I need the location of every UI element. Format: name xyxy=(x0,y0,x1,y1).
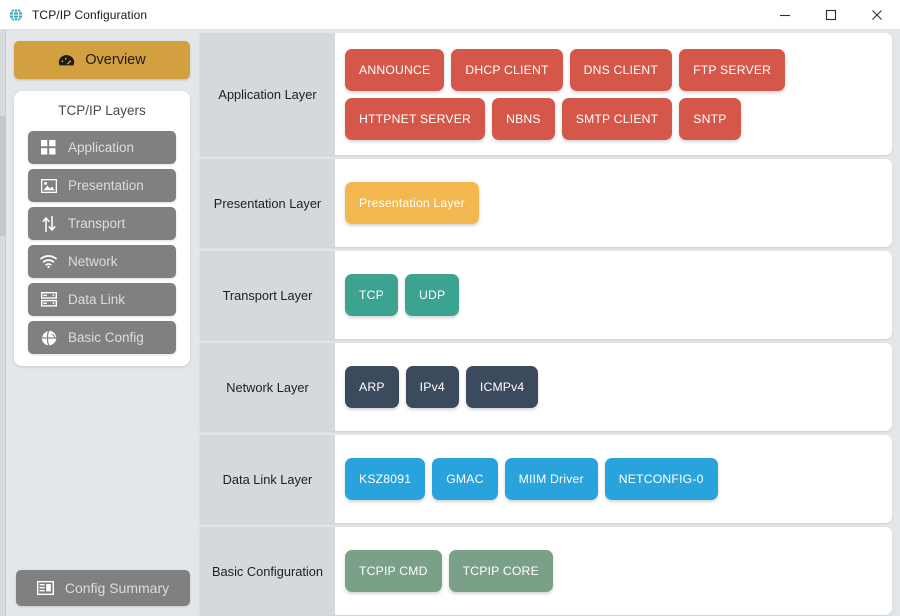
row-label: Basic Configuration xyxy=(200,527,335,615)
layer-chip[interactable]: ANNOUNCE xyxy=(345,48,445,91)
sidebar-item-label: Basic Config xyxy=(68,330,144,345)
config-summary-button[interactable]: Config Summary xyxy=(16,570,190,606)
layer-chip[interactable]: TCPIP CORE xyxy=(448,550,553,592)
layer-chip[interactable]: NBNS xyxy=(492,97,555,140)
minimize-button[interactable] xyxy=(762,0,808,30)
wifi-icon xyxy=(40,253,57,270)
row-label: Application Layer xyxy=(200,33,335,155)
window-body: Overview TCP/IP Layers Application xyxy=(0,30,900,616)
sidebar: Overview TCP/IP Layers Application xyxy=(6,30,198,616)
layer-chip[interactable]: ICMPv4 xyxy=(465,366,539,408)
image-icon xyxy=(40,177,57,194)
sidebar-item-application[interactable]: Application xyxy=(28,131,176,164)
layer-chip[interactable]: SMTP CLIENT xyxy=(561,97,673,140)
overview-label: Overview xyxy=(85,52,146,68)
layer-chip[interactable]: DHCP CLIENT xyxy=(451,48,563,91)
list-icon xyxy=(36,580,54,597)
layer-chip[interactable]: ARP xyxy=(345,366,399,408)
layer-chip[interactable]: MIIM Driver xyxy=(504,458,598,500)
row-label: Presentation Layer xyxy=(200,159,335,247)
layer-row-presentation: Presentation Layer Presentation Layer xyxy=(200,159,892,247)
chip-container: Presentation Layer xyxy=(335,159,892,247)
layers-card-title: TCP/IP Layers xyxy=(58,103,146,118)
sidebar-item-label: Presentation xyxy=(68,178,144,193)
arrows-up-down-icon xyxy=(40,215,57,232)
grid-icon xyxy=(40,139,57,156)
row-label: Network Layer xyxy=(200,343,335,431)
sidebar-item-label: Network xyxy=(68,254,118,269)
layer-chip[interactable]: GMAC xyxy=(432,458,498,500)
dashboard-icon xyxy=(58,52,75,69)
close-button[interactable] xyxy=(854,0,900,30)
sidebar-item-label: Data Link xyxy=(68,292,126,307)
layer-chip[interactable]: Presentation Layer xyxy=(345,182,479,224)
sidebar-item-label: Application xyxy=(68,140,135,155)
layer-chip[interactable]: TCPIP CMD xyxy=(345,550,442,592)
sidebar-item-network[interactable]: Network xyxy=(28,245,176,278)
layer-chip[interactable]: IPv4 xyxy=(405,366,459,408)
sidebar-item-data-link[interactable]: Data Link xyxy=(28,283,176,316)
layer-chip[interactable]: HTTPNET SERVER xyxy=(345,97,486,140)
vertical-scrollbar[interactable] xyxy=(0,30,6,616)
row-label: Transport Layer xyxy=(200,251,335,339)
layer-chip[interactable]: NETCONFIG-0 xyxy=(604,458,718,500)
server-icon xyxy=(40,291,57,308)
window-title: TCP/IP Configuration xyxy=(32,7,148,22)
scrollbar-thumb[interactable] xyxy=(0,116,6,236)
layer-chip[interactable]: UDP xyxy=(404,274,460,316)
sidebar-item-basic-config[interactable]: Basic Config xyxy=(28,321,176,354)
window-controls xyxy=(762,0,900,30)
sidebar-item-transport[interactable]: Transport xyxy=(28,207,176,240)
maximize-button[interactable] xyxy=(808,0,854,30)
sidebar-item-label: Transport xyxy=(68,216,126,231)
title-bar: TCP/IP Configuration xyxy=(0,0,900,30)
config-summary-label: Config Summary xyxy=(64,580,170,596)
layer-chip[interactable]: DNS CLIENT xyxy=(569,48,673,91)
globe-icon xyxy=(40,329,57,346)
tcpip-layers-card: TCP/IP Layers Application xyxy=(14,91,190,366)
row-label: Data Link Layer xyxy=(200,435,335,523)
layer-chip[interactable]: KSZ8091 xyxy=(345,458,426,500)
layer-chip[interactable]: FTP SERVER xyxy=(679,48,786,91)
network-globe-icon xyxy=(8,7,24,23)
overview-button[interactable]: Overview xyxy=(14,41,190,79)
layer-chip[interactable]: TCP xyxy=(345,274,398,316)
layer-chip[interactable]: SNTP xyxy=(679,97,741,140)
sidebar-item-presentation[interactable]: Presentation xyxy=(28,169,176,202)
